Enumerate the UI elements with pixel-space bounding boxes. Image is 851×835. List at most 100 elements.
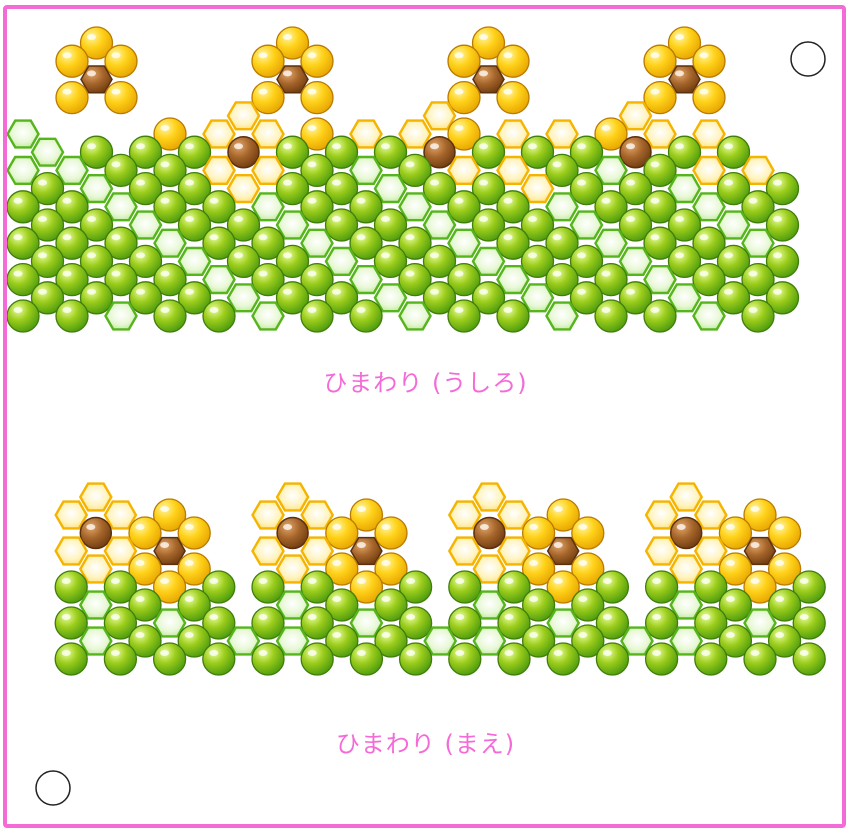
bead-highlight bbox=[554, 578, 563, 584]
bead-highlight bbox=[406, 234, 415, 240]
bead-highlight bbox=[185, 289, 194, 295]
bead-highlight bbox=[259, 52, 268, 58]
bead-highlight bbox=[675, 143, 684, 149]
bead-highlight bbox=[773, 289, 782, 295]
bead-highlight bbox=[529, 560, 538, 566]
bead-highlight bbox=[455, 614, 464, 620]
bead-highlight bbox=[308, 161, 317, 167]
bead-highlight bbox=[505, 650, 514, 656]
bead-highlight bbox=[749, 198, 758, 204]
green-round-bead bbox=[301, 643, 333, 675]
bead-highlight bbox=[283, 70, 292, 76]
brown-round-bead bbox=[671, 518, 702, 549]
bead-highlight bbox=[308, 271, 317, 277]
bead-highlight bbox=[332, 632, 341, 638]
bead-highlight bbox=[724, 252, 733, 258]
bead-highlight bbox=[112, 271, 121, 277]
bead-highlight bbox=[332, 560, 341, 566]
bead-highlight bbox=[726, 560, 735, 566]
bead-highlight bbox=[455, 307, 464, 313]
green-round-bead bbox=[718, 136, 750, 168]
bead-highlight bbox=[63, 307, 72, 313]
bead-highlight bbox=[185, 524, 194, 530]
yellow-round-bead bbox=[769, 517, 801, 549]
front-pattern-title: ひまわり (まえ) bbox=[0, 724, 851, 759]
bead-highlight bbox=[479, 180, 488, 186]
bead-highlight bbox=[332, 143, 341, 149]
green-round-bead bbox=[55, 643, 87, 675]
bead-highlight bbox=[357, 542, 366, 548]
bead-highlight bbox=[406, 614, 415, 620]
green-round-bead bbox=[695, 643, 727, 675]
bead-highlight bbox=[577, 180, 586, 186]
bead-highlight bbox=[455, 271, 464, 277]
bead-highlight bbox=[136, 252, 145, 258]
bead-highlight bbox=[87, 34, 96, 40]
bead-highlight bbox=[308, 89, 317, 95]
yellow-round-bead bbox=[129, 517, 161, 549]
bead-highlight bbox=[626, 180, 635, 186]
bead-highlight bbox=[430, 252, 439, 258]
bead-highlight bbox=[185, 143, 194, 149]
bead-highlight bbox=[651, 161, 660, 167]
bead-highlight bbox=[455, 89, 464, 95]
clear-green-hex-bead bbox=[8, 121, 39, 148]
yellow-round-bead bbox=[719, 517, 751, 549]
bead-highlight bbox=[529, 632, 538, 638]
bead-highlight bbox=[308, 650, 317, 656]
bead-highlight bbox=[504, 89, 513, 95]
green-round-bead bbox=[154, 643, 186, 675]
punch-hole-top-right bbox=[791, 42, 825, 76]
bead-highlight bbox=[577, 252, 586, 258]
bead-highlight bbox=[332, 596, 341, 602]
front-bead-panel bbox=[55, 484, 825, 675]
bead-highlight bbox=[479, 34, 488, 40]
clear-yellow-hex-bead bbox=[646, 538, 677, 565]
bead-highlight bbox=[161, 161, 170, 167]
bead-highlight bbox=[332, 216, 341, 222]
bead-highlight bbox=[357, 307, 366, 313]
bead-highlight bbox=[283, 252, 292, 258]
green-round-bead bbox=[595, 300, 627, 332]
bead-highlight bbox=[675, 216, 684, 222]
bead-highlight bbox=[751, 578, 760, 584]
bead-highlight bbox=[136, 596, 145, 602]
green-round-bead bbox=[497, 300, 529, 332]
bead-highlight bbox=[234, 143, 243, 149]
bead-highlight bbox=[308, 614, 317, 620]
yellow-round-bead bbox=[326, 517, 358, 549]
bead-highlight bbox=[775, 560, 784, 566]
yellow-round-bead bbox=[252, 45, 284, 77]
bead-highlight bbox=[63, 52, 72, 58]
bead-highlight bbox=[136, 524, 145, 530]
bead-highlight bbox=[775, 596, 784, 602]
bead-highlight bbox=[160, 650, 169, 656]
bead-highlight bbox=[283, 524, 292, 530]
yellow-round-bead bbox=[644, 82, 676, 114]
bead-highlight bbox=[603, 578, 612, 584]
bead-highlight bbox=[504, 198, 513, 204]
bead-highlight bbox=[578, 560, 587, 566]
clear-yellow-hex-bead bbox=[80, 484, 111, 511]
green-round-bead bbox=[350, 300, 382, 332]
bead-highlight bbox=[160, 506, 169, 512]
bead-highlight bbox=[479, 216, 488, 222]
bead-highlight bbox=[161, 271, 170, 277]
bead-highlight bbox=[528, 143, 537, 149]
bead-highlight bbox=[111, 578, 120, 584]
green-round-bead bbox=[449, 643, 481, 675]
bead-highlight bbox=[505, 578, 514, 584]
green-round-bead bbox=[301, 300, 333, 332]
yellow-round-bead bbox=[105, 45, 137, 77]
bead-highlight bbox=[700, 234, 709, 240]
bead-highlight bbox=[773, 216, 782, 222]
bead-highlight bbox=[185, 216, 194, 222]
bead-highlight bbox=[652, 650, 661, 656]
bead-highlight bbox=[528, 216, 537, 222]
bead-highlight bbox=[87, 216, 96, 222]
yellow-round-bead bbox=[252, 82, 284, 114]
bead-highlight bbox=[775, 524, 784, 530]
bead-highlight bbox=[86, 524, 95, 530]
bead-highlight bbox=[578, 596, 587, 602]
bead-highlight bbox=[577, 289, 586, 295]
